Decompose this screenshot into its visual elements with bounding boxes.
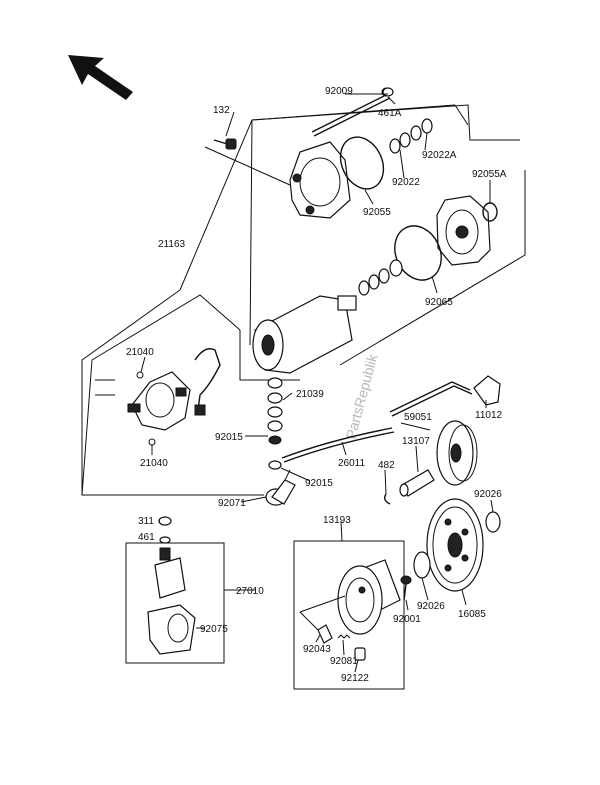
label-92075: 92075 xyxy=(200,624,228,635)
label-21039: 21039 xyxy=(296,389,324,400)
shims xyxy=(358,259,403,296)
label-92026-lower: 92026 xyxy=(417,601,445,612)
label-92071: 92071 xyxy=(218,498,246,509)
label-311: 311 xyxy=(138,516,154,527)
label-13107: 13107 xyxy=(402,436,430,447)
circlip-482 xyxy=(383,493,391,505)
label-92081: 92081 xyxy=(330,656,358,667)
label-92055: 92055 xyxy=(363,207,391,218)
bolt-92001 xyxy=(400,575,412,601)
label-27010: 27010 xyxy=(236,586,264,597)
motor-group-frame xyxy=(81,104,526,496)
label-461: 461 xyxy=(138,532,155,543)
o-ring-92055 xyxy=(339,136,385,190)
starter-relay-group-box xyxy=(125,542,225,664)
front-direction-arrow-icon xyxy=(68,55,133,100)
label-92026-upper: 92026 xyxy=(474,489,502,500)
brush-spring-bottom xyxy=(148,438,156,446)
label-16085: 16085 xyxy=(458,609,486,620)
label-26011: 26011 xyxy=(338,458,366,469)
spring-92081 xyxy=(337,634,351,639)
label-13193: 13193 xyxy=(323,515,351,526)
label-92043: 92043 xyxy=(303,644,331,655)
label-92065: 92065 xyxy=(425,297,453,308)
starter-clutch-13193 xyxy=(337,559,401,635)
label-461A: 461A xyxy=(378,108,402,119)
washer-461 xyxy=(159,536,171,544)
label-92022A: 92022A xyxy=(422,150,457,161)
label-92009: 92009 xyxy=(325,86,353,97)
label-92022: 92022 xyxy=(392,177,420,188)
label-11012: 11012 xyxy=(475,410,503,421)
label-132: 132 xyxy=(213,105,230,116)
label-92055A: 92055A xyxy=(472,169,507,180)
label-482: 482 xyxy=(378,460,395,471)
starter-clutch-group-box xyxy=(293,540,405,690)
label-21163: 21163 xyxy=(158,239,186,250)
terminal-washers-21039 xyxy=(267,377,283,470)
nut-311 xyxy=(158,516,172,526)
brush-spring-top xyxy=(136,371,144,379)
starter-motor-yoke xyxy=(252,295,357,374)
brush-lead xyxy=(194,348,221,416)
sprocket-16085 xyxy=(426,498,484,592)
label-92122: 92122 xyxy=(341,673,369,684)
starter-cable-26011 xyxy=(281,381,473,463)
roller-92043 xyxy=(317,624,333,644)
label-59051: 59051 xyxy=(404,412,432,423)
idler-gear-59051 xyxy=(436,420,478,486)
washer-92026-lower xyxy=(413,551,431,579)
watermark-text: PartsRepublik xyxy=(342,351,380,440)
label-21040-top: 21040 xyxy=(126,347,154,358)
washer-92026-upper xyxy=(485,511,501,533)
cap-92122 xyxy=(354,647,366,661)
brush-holder xyxy=(127,371,191,431)
nut-461A xyxy=(382,87,394,97)
front-cover xyxy=(289,141,351,219)
relay-cover-92075 xyxy=(147,604,196,655)
label-92015-right: 92015 xyxy=(305,478,333,489)
starter-relay-27010 xyxy=(154,547,186,599)
label-92015-left: 92015 xyxy=(215,432,243,443)
idler-shaft-13107 xyxy=(399,469,435,497)
label-92001: 92001 xyxy=(393,614,421,625)
bolt-132 xyxy=(204,138,291,186)
label-21040-bottom: 21040 xyxy=(140,458,168,469)
cap-92071 xyxy=(265,469,296,506)
leader-lines xyxy=(140,93,494,673)
rear-bracket xyxy=(436,195,491,266)
terminal-boot-11012 xyxy=(473,375,501,406)
